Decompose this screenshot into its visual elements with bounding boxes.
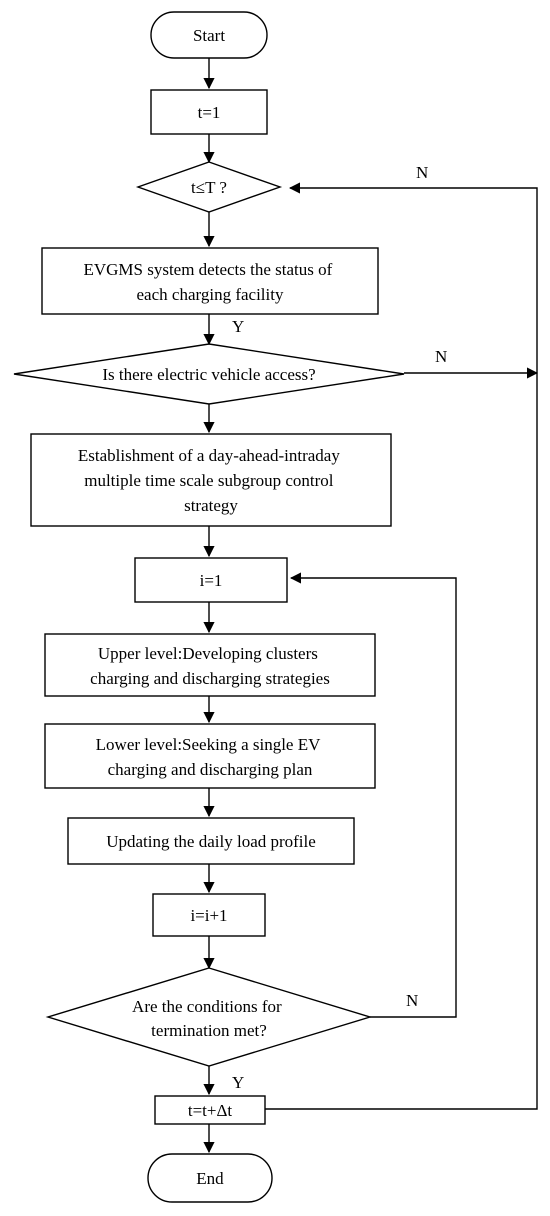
termination-diamond: [45, 967, 373, 1067]
detect-box: [41, 247, 379, 315]
init-i-box: [134, 557, 288, 603]
no-label-termination: N: [406, 991, 418, 1010]
upper-label: Upper level:Developing clusters charging…: [90, 644, 330, 688]
upper-box: [44, 633, 376, 697]
end-terminal: [147, 1153, 273, 1203]
check-t-diamond: [135, 161, 283, 213]
inc-i-label: i=i+1: [190, 906, 227, 925]
update-label: Updating the daily load profile: [106, 832, 316, 851]
ev-access-diamond: [13, 343, 405, 405]
connector-outer-loop: [265, 182, 538, 1110]
inc-t-box: [154, 1095, 266, 1125]
no-label-access: N: [435, 347, 447, 366]
init-t-box: [150, 89, 268, 135]
no-label-check: N: [416, 163, 428, 182]
yes-label-detect: Y: [232, 317, 244, 336]
strategy-label: Establishment of a day-ahead-intraday mu…: [78, 446, 344, 515]
start-terminal: [150, 11, 268, 59]
update-box: [67, 817, 355, 865]
inc-i-box: [152, 893, 266, 937]
start-label: Start: [193, 26, 225, 45]
strategy-box: [30, 433, 392, 527]
inc-t-label: t=t+Δt: [188, 1101, 233, 1120]
yes-label-termination: Y: [232, 1073, 244, 1092]
branch-labels: N Y N N Y: [232, 163, 447, 1092]
detect-label: EVGMS system detects the status of each …: [83, 260, 336, 304]
lower-label: Lower level:Seeking a single EV charging…: [96, 735, 325, 779]
check-t-label: t≤T ?: [191, 178, 227, 197]
connectors: [203, 58, 539, 1154]
init-i-label: i=1: [200, 571, 223, 590]
connector-termination-no-loop: [289, 572, 457, 1018]
init-t-label: t=1: [198, 103, 221, 122]
node-texts: Start t=1 t≤T ? EVGMS system detects the…: [78, 26, 344, 1188]
end-label: End: [196, 1169, 224, 1188]
termination-label: Are the conditions for termination met?: [132, 997, 286, 1040]
lower-box: [44, 723, 376, 789]
ev-access-label: Is there electric vehicle access?: [102, 365, 315, 384]
shapes: [13, 11, 405, 1203]
